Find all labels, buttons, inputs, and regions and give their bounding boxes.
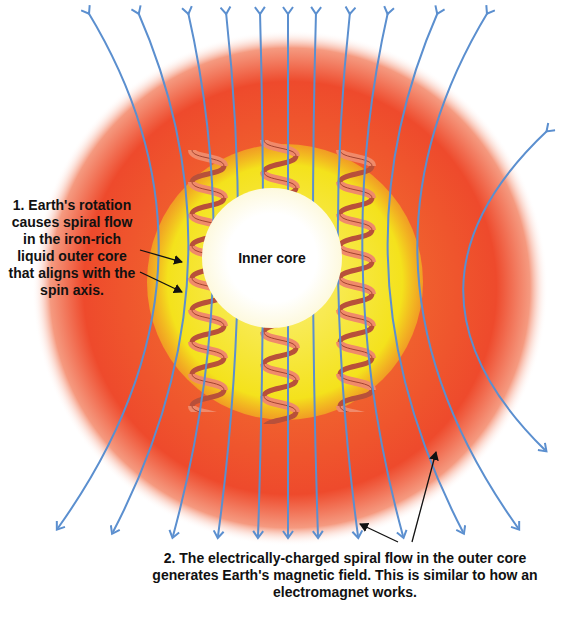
mantle (32, 30, 548, 546)
core-label: Inner core (238, 250, 306, 266)
callout-text: 1. Earth's rotation causes spiral flow i… (6, 197, 138, 299)
callout-text: 2. The electrically-charged spiral flow … (140, 550, 550, 601)
spiral-flow (186, 140, 378, 424)
inner-core: Inner core (202, 188, 342, 328)
